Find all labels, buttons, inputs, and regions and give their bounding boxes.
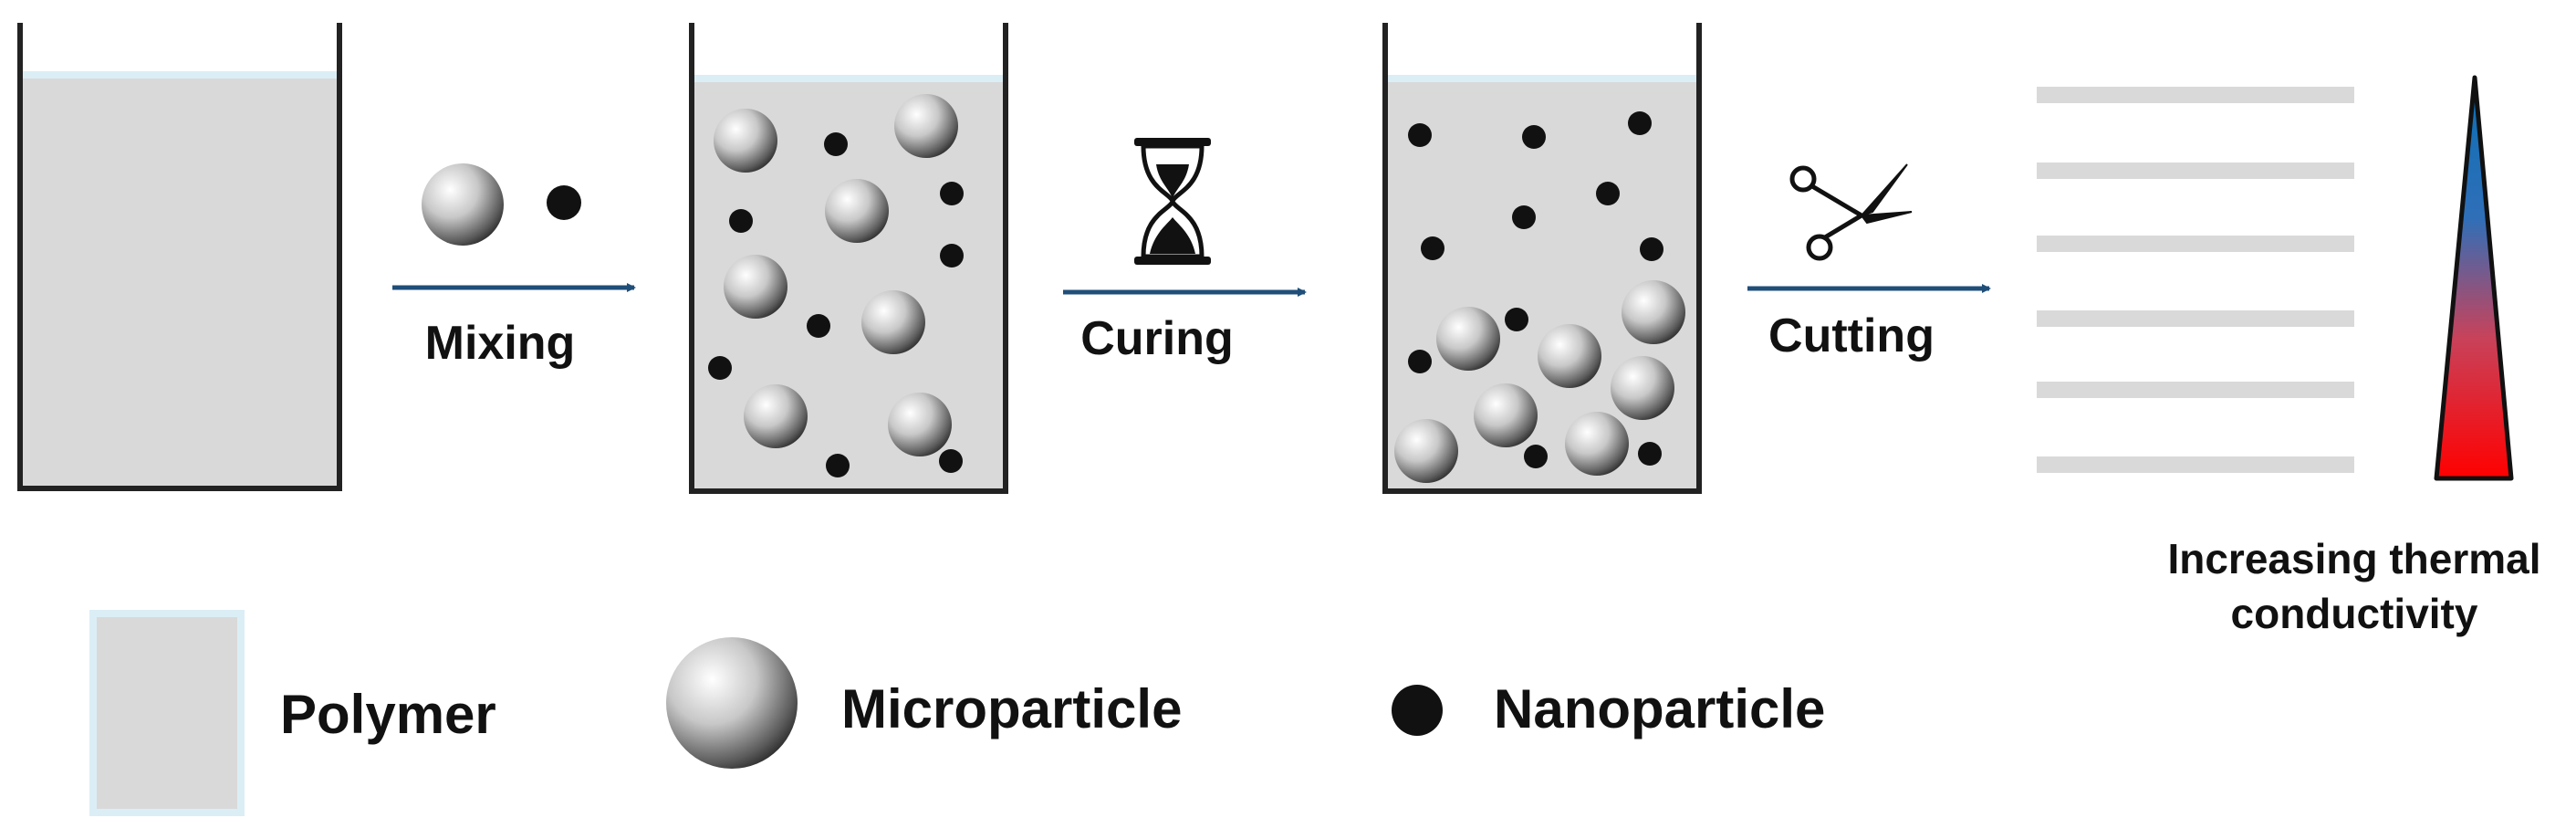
microparticle (1611, 356, 1674, 420)
thermal-conductivity-indicator: Increasing thermal conductivity (2167, 75, 2541, 637)
nanoparticle (940, 244, 964, 267)
legend-nanoparticle-label: Nanoparticle (1494, 678, 1825, 739)
mixing-label: Mixing (425, 317, 576, 370)
beaker-outline (17, 23, 342, 491)
nanoparticle (1640, 237, 1663, 261)
microparticle (894, 94, 958, 158)
microparticle (1622, 280, 1685, 344)
slice (2037, 87, 2354, 103)
nanoparticle (939, 449, 963, 473)
microparticle (861, 290, 925, 354)
nanoparticle (807, 314, 830, 338)
cut-slices (2037, 87, 2354, 473)
nanoparticle (729, 209, 753, 233)
slice (2037, 163, 2354, 179)
nanoparticle (1524, 445, 1548, 468)
nanoparticle (1628, 111, 1652, 135)
beaker-outline (689, 23, 1008, 494)
nanoparticle-icon (547, 185, 581, 220)
microparticle-icon (422, 163, 504, 246)
microparticle (724, 255, 787, 319)
scissors-icon (1789, 163, 1913, 261)
microparticle (1565, 412, 1629, 476)
legend: Polymer Microparticle Nanoparticle (89, 610, 1825, 816)
nanoparticles (708, 132, 964, 477)
nanoparticle (824, 132, 848, 156)
gradient-caption-line2: conductivity (2231, 590, 2478, 637)
slice (2037, 382, 2354, 398)
slice (2037, 236, 2354, 252)
nanoparticle (1408, 350, 1432, 373)
legend-nanoparticle-icon (1392, 685, 1443, 736)
legend-microparticle-icon (666, 637, 798, 769)
nanoparticle (1421, 236, 1444, 260)
microparticle (1394, 419, 1458, 483)
beaker-mixed (689, 23, 1008, 494)
microparticles (714, 94, 958, 456)
beaker-outline (1382, 23, 1702, 494)
nanoparticle (826, 454, 850, 477)
polymer-fill (23, 73, 338, 488)
microparticle (744, 384, 808, 448)
nanoparticle (708, 356, 732, 380)
gradient-caption-line1: Increasing thermal (2167, 535, 2540, 582)
polymer-surface (23, 71, 338, 79)
step-curing: Curing (1063, 138, 1307, 365)
step-mixing: Mixing (392, 163, 636, 370)
legend-polymer-swatch (89, 610, 245, 816)
microparticle (1474, 383, 1538, 447)
nanoparticle (1638, 442, 1662, 466)
legend-polymer-label: Polymer (280, 684, 496, 745)
gradient-triangle (2434, 75, 2514, 481)
polymer-surface (694, 75, 1004, 82)
curing-label: Curing (1080, 312, 1234, 365)
slice (2037, 456, 2354, 473)
beaker-cured (1382, 23, 1702, 494)
nanoparticle (1505, 308, 1528, 331)
microparticle (714, 109, 777, 173)
polymer-surface (1387, 75, 1697, 82)
nanoparticle (1512, 205, 1536, 229)
microparticle (888, 393, 952, 456)
nanoparticle (940, 182, 964, 205)
microparticle (1436, 307, 1500, 371)
beaker-polymer (17, 23, 342, 491)
cutting-label: Cutting (1768, 309, 1935, 362)
microparticle (1538, 324, 1601, 388)
nanoparticle (1596, 182, 1620, 205)
slice (2037, 310, 2354, 327)
nanoparticles (1408, 111, 1663, 468)
hourglass-icon (1134, 138, 1211, 265)
microparticle (825, 179, 889, 243)
microparticles (1394, 280, 1685, 483)
nanoparticle (1522, 125, 1546, 149)
legend-microparticle-label: Microparticle (841, 678, 1182, 739)
step-cutting: Cutting (1747, 163, 1991, 362)
nanoparticle (1408, 123, 1432, 147)
